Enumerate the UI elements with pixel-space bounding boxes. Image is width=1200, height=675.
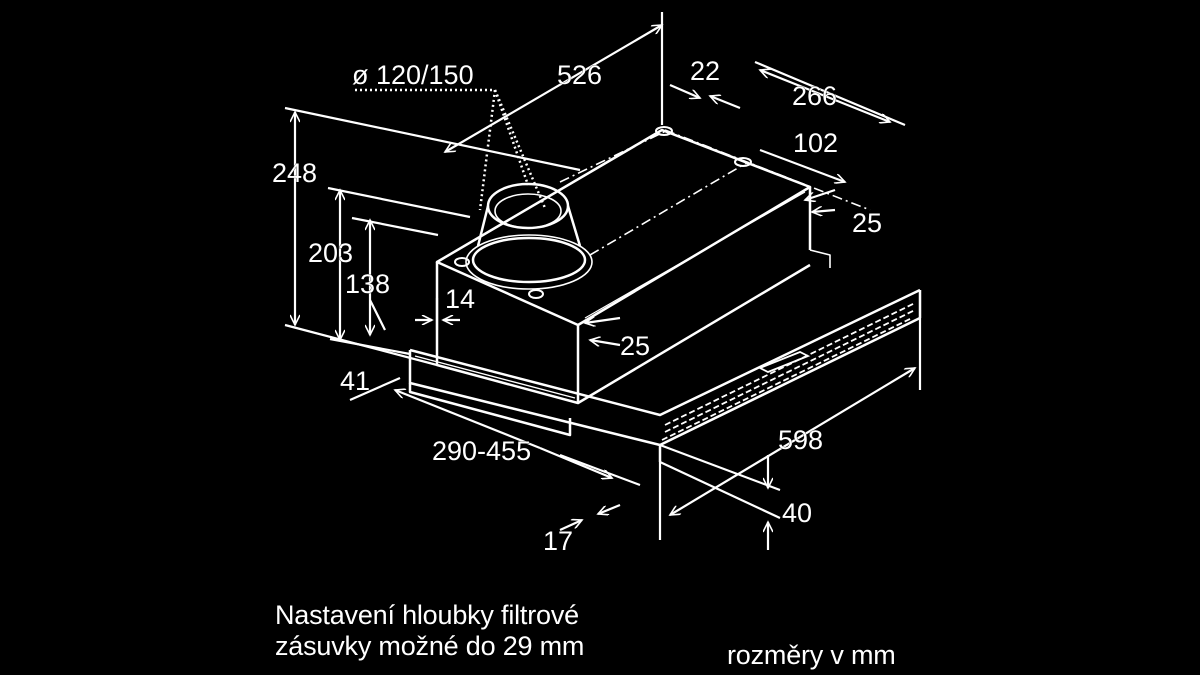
label-25-right: 25 [852, 208, 882, 238]
label-203: 203 [308, 238, 353, 268]
label-266: 266 [792, 81, 837, 111]
hood-housing [435, 128, 812, 405]
mounting-centre-lines [559, 129, 871, 256]
mounting-holes [454, 126, 752, 299]
label-598: 598 [778, 425, 823, 455]
label-526: 526 [557, 60, 602, 90]
label-25-front: 25 [620, 331, 650, 361]
label-17: 17 [543, 526, 573, 556]
label-40: 40 [782, 498, 812, 528]
duct-connector [465, 182, 593, 290]
dimension-labels: ø 120/150 526 22 266 102 25 248 203 138 … [272, 56, 883, 557]
label-248: 248 [272, 158, 317, 188]
filter-note-line-1: Nastavení hloubky filtrové [275, 600, 579, 630]
filter-note-line-2: zásuvky možné do 29 mm [275, 631, 585, 661]
label-102: 102 [793, 128, 838, 158]
label-138: 138 [345, 269, 390, 299]
label-14: 14 [445, 284, 475, 314]
units-note: rozměry v mm [727, 640, 896, 670]
label-290-455: 290-455 [432, 436, 531, 466]
label-22: 22 [690, 56, 720, 86]
label-duct-diameter: ø 120/150 [352, 60, 474, 90]
filter-adjustment-note: Nastavení hloubky filtrové zásuvky možné… [275, 600, 584, 662]
label-41: 41 [340, 366, 370, 396]
filter-drawer-slots [661, 302, 916, 441]
dimension-lines [295, 24, 915, 550]
